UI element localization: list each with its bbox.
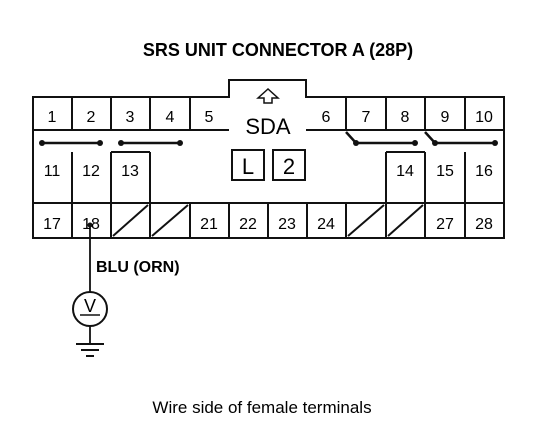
meter-symbol: V [84, 296, 96, 316]
pin-label: 5 [205, 109, 214, 126]
lock-box-2 [272, 149, 306, 181]
pin-label: 6 [322, 109, 331, 126]
pin-label: 7 [362, 109, 371, 126]
pin-label: 21 [200, 216, 218, 233]
pin-label: 28 [475, 216, 493, 233]
pin-label: 12 [82, 163, 100, 180]
pin-label: 17 [43, 216, 61, 233]
pin-label: 23 [278, 216, 296, 233]
shorting-bar-dots [39, 140, 498, 228]
lock-box-l [231, 149, 265, 181]
pin-label: 4 [166, 109, 175, 126]
pin-label: 14 [396, 163, 414, 180]
wire-color-label: BLU (ORN) [96, 259, 180, 276]
pin-label: 27 [436, 216, 454, 233]
pin-label: 11 [44, 163, 61, 180]
connector-label: SDA [245, 114, 291, 139]
pin-label: 16 [475, 163, 493, 180]
pin-label: 2 [87, 109, 96, 126]
lock-box-2-label: 2 [283, 154, 295, 179]
diagram-caption: Wire side of female terminals [152, 398, 371, 417]
pin-label: 22 [239, 216, 257, 233]
empty-cavity-25 [347, 204, 385, 237]
diagram-title: SRS UNIT CONNECTOR A (28P) [143, 40, 413, 60]
lock-box-l-label: L [242, 154, 254, 179]
pin-label: 15 [436, 163, 454, 180]
pin-label: 1 [48, 109, 57, 126]
pin-label: 24 [317, 216, 335, 233]
pin-label: 10 [475, 109, 493, 126]
pin-label: 18 [82, 216, 100, 233]
pin-label: 8 [401, 109, 410, 126]
pin-label: 3 [126, 109, 135, 126]
up-arrow-icon [256, 87, 280, 104]
empty-cavity-26 [387, 204, 424, 237]
pin-label: 13 [121, 163, 139, 180]
empty-cavity-20 [151, 204, 189, 237]
empty-cavity-19 [112, 204, 149, 237]
pin-label: 9 [441, 109, 450, 126]
